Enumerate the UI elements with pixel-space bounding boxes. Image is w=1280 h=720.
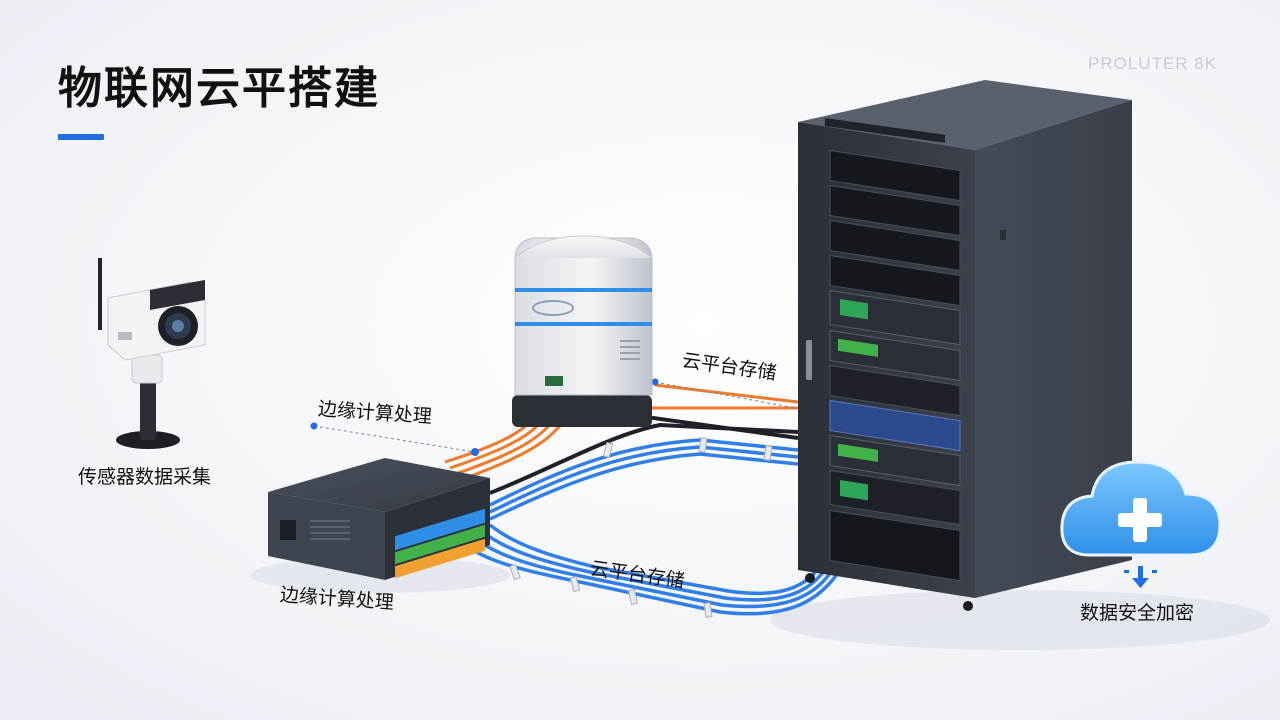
server-rack-icon [798, 80, 1132, 611]
label-sensor-data-collection: 传感器数据采集 [78, 466, 212, 488]
cloud-plus-icon [1060, 460, 1222, 557]
title-underline [58, 134, 104, 140]
cable-bundle-blue-upper [489, 438, 799, 521]
gateway-icon [512, 235, 653, 427]
rack-servers [829, 149, 961, 582]
camera-icon [98, 258, 206, 449]
watermark-text: PROLUTER 8K [1088, 54, 1218, 73]
switch-ports [395, 508, 485, 579]
switch-icon [268, 458, 490, 580]
label-data-security-encryption: 数据安全加密 [1080, 602, 1195, 624]
cable-ties [509, 437, 773, 618]
page-title: 物联网云平搭建 [58, 63, 380, 114]
download-arrow-icon [1124, 566, 1157, 588]
